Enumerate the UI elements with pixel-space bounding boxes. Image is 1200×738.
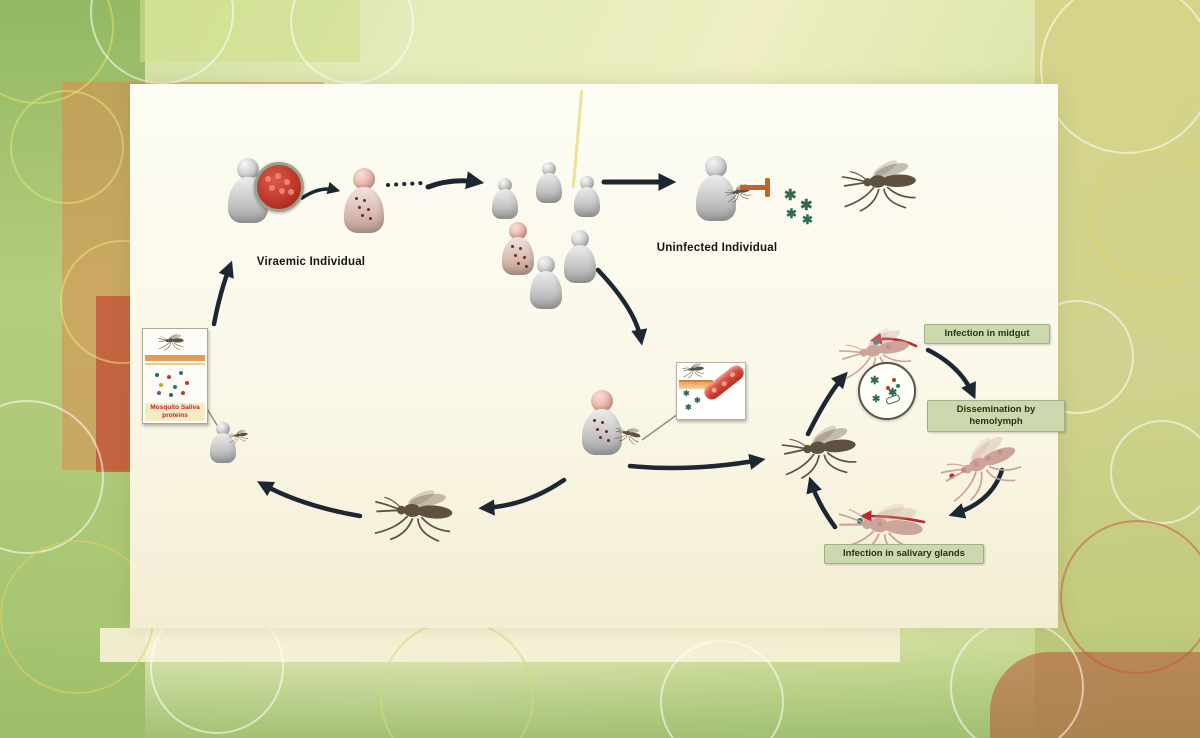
decor-circle	[1090, 150, 1200, 284]
uninfected-person	[696, 156, 736, 221]
saliva-protein-dots	[155, 373, 159, 377]
viraemic-infected-person	[344, 168, 384, 233]
virus-particle-icon: ✱	[786, 206, 797, 221]
mosquito-icon	[779, 420, 860, 481]
arrow-midgut-to-hemolymph	[925, 347, 976, 400]
midgut-badge: Infection in midgut	[924, 324, 1050, 344]
virus-particle-icon: ✱	[694, 396, 701, 405]
saliva-bitten-person	[210, 422, 236, 463]
arrow-mosquito-to-midgut	[805, 371, 848, 437]
crowd-person	[574, 176, 600, 217]
arrow-to-crowd	[425, 171, 485, 190]
arrow-crowd-to-bitten	[595, 267, 648, 346]
mosquito-icon	[158, 332, 184, 351]
virus-particle-icon: ✱	[800, 197, 813, 214]
virus-particle-icon: ✱	[685, 403, 692, 412]
virus-dots	[892, 378, 896, 382]
virus-magnifier-icon: ✱ ✱ ✱	[858, 362, 916, 420]
crowd-person	[530, 256, 562, 309]
blood-magnifier-icon	[254, 162, 304, 212]
skin-layer	[145, 363, 205, 365]
pointer-center-inset	[641, 413, 679, 441]
bitten-person	[582, 390, 622, 455]
uninfected-label: Uninfected Individual	[656, 242, 778, 254]
arrow-bottom-mosquito-to-saliva	[257, 481, 363, 519]
decor-circle	[290, 0, 414, 84]
mosquito-icon	[681, 361, 705, 379]
flow-arrows	[203, 171, 1005, 530]
arrow-bitten-to-mosquito	[627, 453, 766, 471]
hemolymph-badge: Dissemination by hemolymph	[927, 400, 1065, 432]
arrow-magnified-to-infected	[300, 181, 341, 200]
virus-particle-icon: ✱	[888, 387, 898, 399]
virus-particle-icon: ✱	[683, 389, 690, 398]
crowd-person	[536, 162, 562, 203]
crowd-person	[564, 230, 596, 283]
decor-circle	[10, 90, 124, 204]
virus-particle-icon: ✱	[870, 375, 880, 387]
arrow-hemolymph-to-salivary	[948, 467, 1005, 519]
mosquito-icon	[371, 482, 455, 545]
crowd-infected-person	[502, 222, 534, 275]
decor-circle	[1060, 520, 1200, 674]
arrow-saliva-to-viraemic	[211, 260, 234, 327]
crowd-person	[492, 178, 518, 219]
salivary-badge: Infection in salivary glands	[824, 544, 984, 564]
saliva-proteins-label: Mosquito Saliva proteins	[145, 403, 205, 421]
viraemic-label: Viraemic Individual	[256, 256, 366, 268]
diagram-panel: Viraemic Individual ✱ ✱ ✱ ✱ Uninfected I…	[130, 84, 1065, 628]
virus-particle-icon: ✱	[802, 212, 813, 227]
decor-circle	[1040, 0, 1200, 154]
bite-inset: ✱ ✱ ✱	[676, 361, 747, 420]
inhibition-symbol	[740, 185, 766, 190]
virus-particle-icon: ✱	[872, 394, 881, 405]
saliva-inset: Mosquito Saliva proteins	[142, 328, 208, 424]
mosquito-icon	[840, 155, 918, 213]
arrow-bitten-to-bottom-mosquito	[478, 477, 567, 516]
skin-layer	[145, 355, 205, 361]
virus-particle-icon: ✱	[784, 187, 797, 204]
arrow-salivary-to-mosquito	[806, 476, 838, 530]
inhibition-symbol-bar	[765, 178, 770, 197]
skin-layer	[679, 380, 713, 389]
arrow-dotted-trail	[386, 181, 424, 187]
